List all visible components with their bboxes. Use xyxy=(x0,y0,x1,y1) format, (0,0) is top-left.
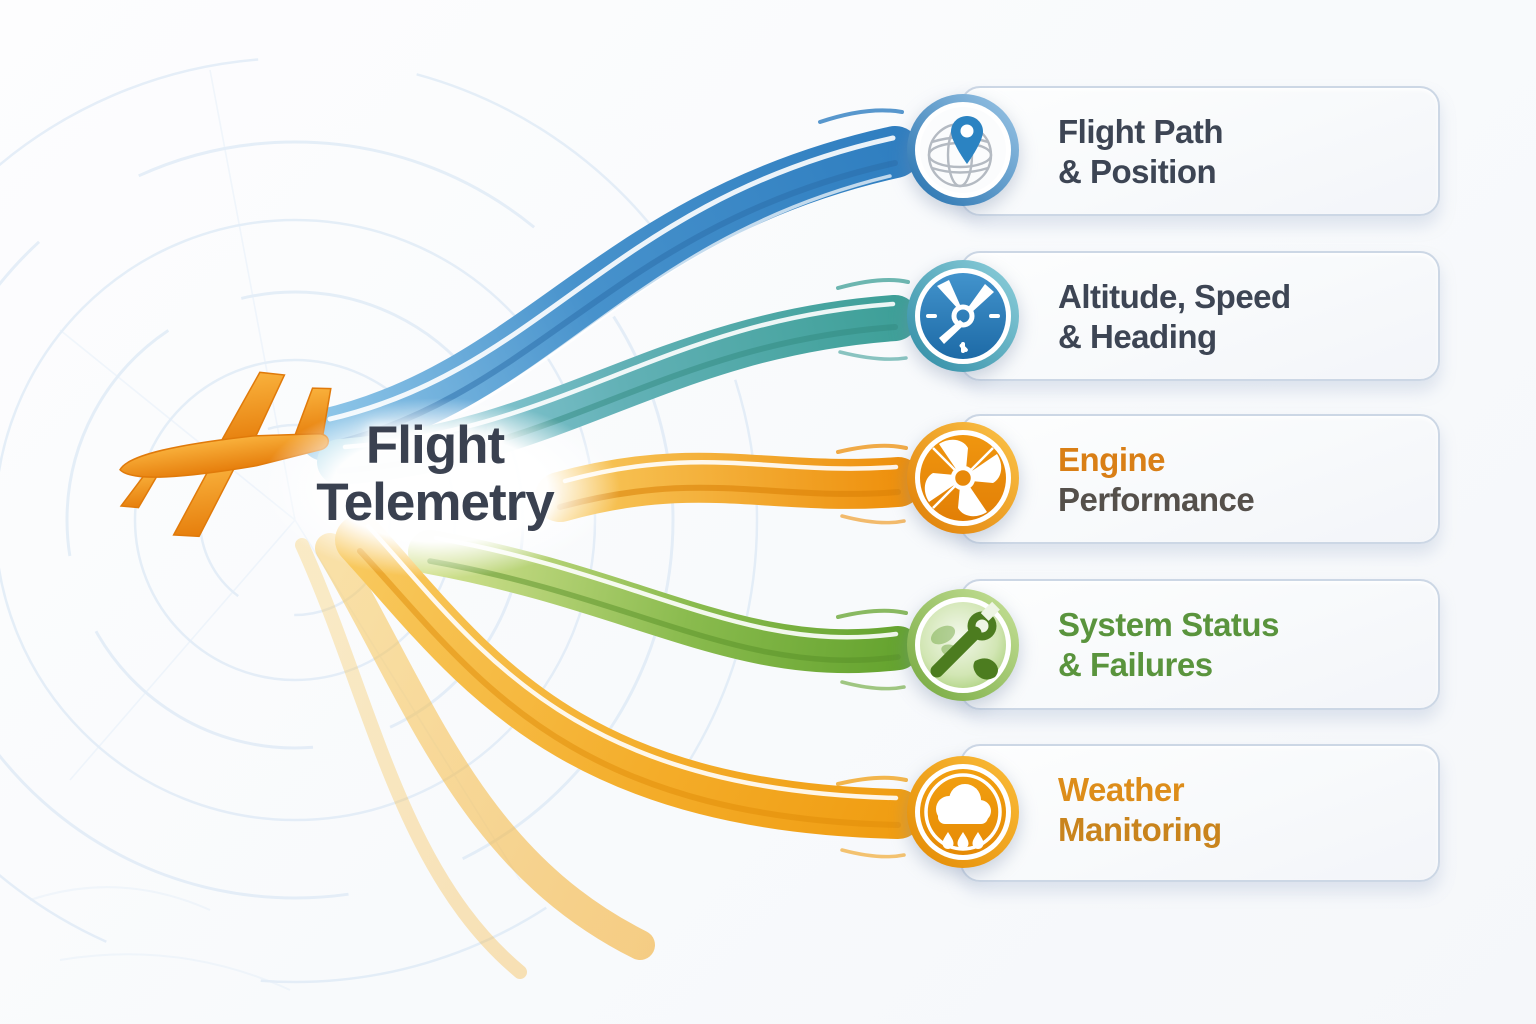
card-label-line1: Weather xyxy=(1058,771,1185,808)
page-title-line1: Flight xyxy=(365,416,505,475)
card-label-line1: System Status xyxy=(1058,606,1279,643)
globe-location-pin-icon xyxy=(905,92,1021,208)
card-label-line2: & Heading xyxy=(1058,318,1217,355)
card-label-line2: & Failures xyxy=(1058,646,1213,683)
card-system-status-failures: System Status & Failures xyxy=(960,579,1440,710)
title-glow xyxy=(200,368,680,608)
card-label-line1: Flight Path xyxy=(1058,113,1223,150)
gauge-icon xyxy=(905,258,1021,374)
card-label-line1: Engine xyxy=(1058,441,1166,478)
card-engine-performance: Engine Performance xyxy=(960,414,1440,544)
card-label-line2: Manitoring xyxy=(1058,811,1222,848)
cloud-rain-icon xyxy=(905,754,1021,870)
turbine-fan-icon xyxy=(905,420,1021,536)
card-altitude-speed-heading: Altitude, Speed & Heading xyxy=(960,251,1440,381)
page-title-line2: Telemetry xyxy=(316,473,554,532)
card-flight-path: Flight Path & Position xyxy=(960,86,1440,216)
wrench-icon xyxy=(905,587,1021,703)
card-label-line2: Performance xyxy=(1058,481,1255,518)
page-title: Flight Telemetry xyxy=(225,418,645,532)
card-label-line1: Altitude, Speed xyxy=(1058,278,1291,315)
card-label-line2: & Position xyxy=(1058,153,1217,190)
card-weather-monitoring: Weather Manitoring xyxy=(960,744,1440,882)
